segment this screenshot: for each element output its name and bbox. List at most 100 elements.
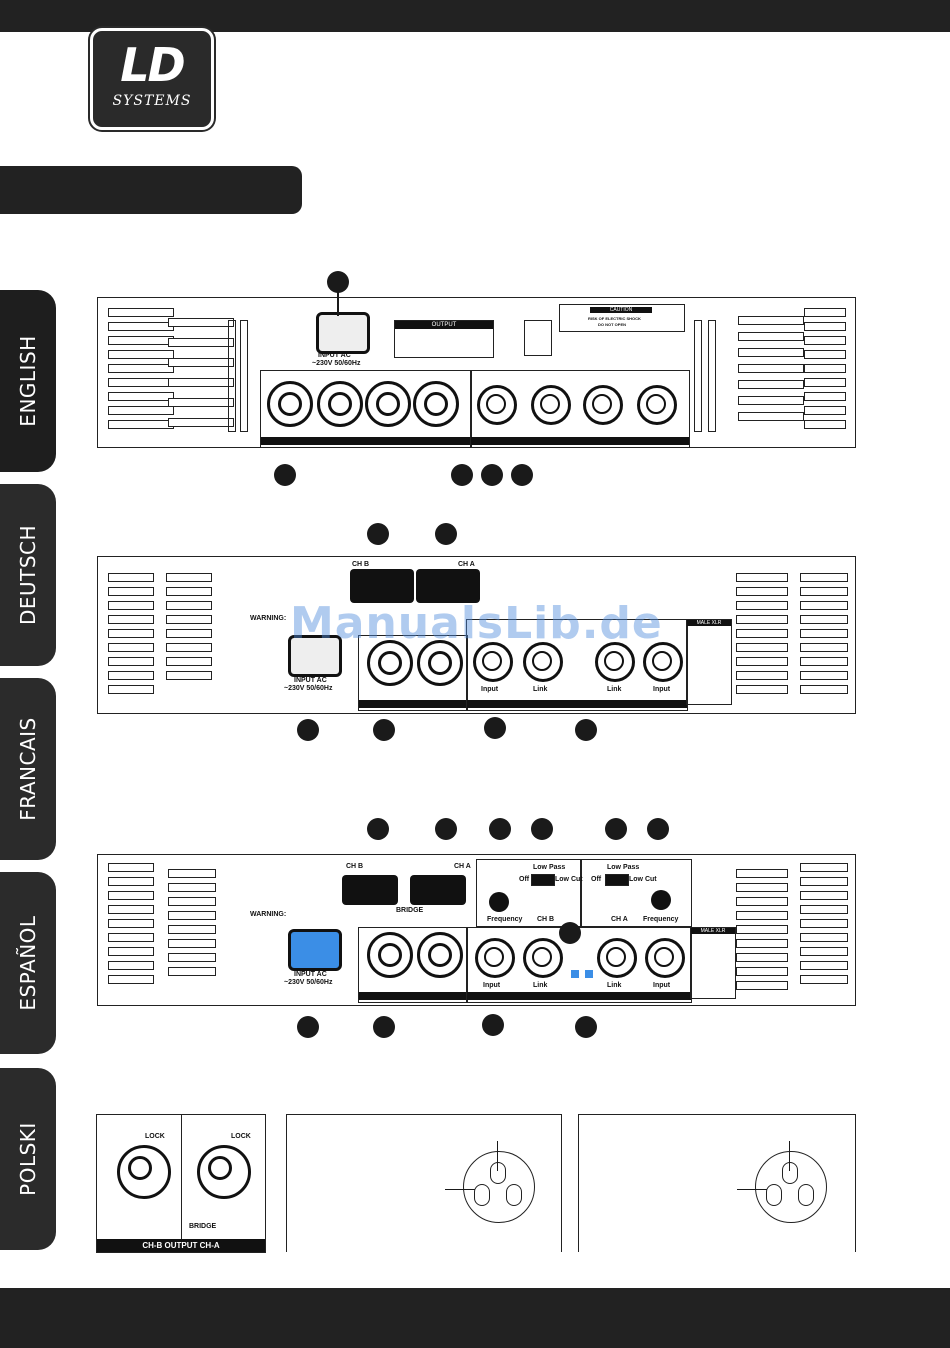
top-bar	[0, 0, 950, 32]
link-label-b: Link	[533, 686, 548, 693]
combo-input-ch-b[interactable]	[475, 938, 515, 978]
link-label-b: Link	[533, 982, 548, 989]
weee-bin-icon	[524, 320, 552, 356]
callout-xlr	[481, 464, 503, 486]
callout-ground	[451, 464, 473, 486]
binding-posts-ch-a[interactable]	[416, 569, 480, 603]
frequency-knob-ch-a[interactable]	[651, 890, 671, 910]
tab-espanol[interactable]: ESPAÑOL	[0, 872, 56, 1054]
power-inlet[interactable]	[288, 635, 342, 677]
filter-switch-ch-b[interactable]	[531, 874, 555, 886]
link-label-a: Link	[607, 982, 622, 989]
xlr-link-ch-a[interactable]	[597, 938, 637, 978]
xlr-link-ch-a[interactable]	[595, 642, 635, 682]
combo-input-ch-a[interactable]	[643, 642, 683, 682]
callout-mode	[511, 464, 533, 486]
low-cut-label: Low Cut	[629, 876, 657, 883]
callout-xlr	[484, 717, 506, 739]
male-xlr-label: MALE XLR	[691, 928, 735, 934]
frequency-label: Frequency	[487, 916, 523, 923]
binding-posts-ch-b[interactable]	[350, 569, 414, 603]
output-section	[260, 370, 472, 448]
output-section	[358, 635, 468, 711]
low-pass-label: Low Pass	[533, 864, 566, 871]
input-strip	[471, 437, 689, 445]
tab-english[interactable]: ENGLISH	[0, 290, 56, 472]
power-inlet[interactable]	[316, 312, 370, 354]
tab-francais[interactable]: FRANCAIS	[0, 678, 56, 860]
caution-text-2: DO NOT OPEN	[598, 322, 627, 327]
rear-panel-4ch: INPUT AC ~230V 50/60Hz OUTPUT CAUTION RI…	[97, 297, 856, 448]
filter-switch-ch-a[interactable]	[605, 874, 629, 886]
tab-polski[interactable]: POLSKI	[0, 1068, 56, 1250]
input-section	[470, 370, 690, 448]
binding-label-ch-b: CH B	[346, 863, 364, 870]
callout-power	[297, 1016, 319, 1038]
power-inlet[interactable]	[288, 929, 342, 971]
off-label: Off	[591, 876, 602, 883]
tab-deutsch[interactable]: DEUTSCH	[0, 484, 56, 666]
input-strip	[467, 700, 687, 708]
callout-binding-a	[435, 818, 457, 840]
callout-switch-b	[531, 818, 553, 840]
caution-title: CAUTION	[590, 307, 652, 313]
xlr-link-ch-b[interactable]	[523, 938, 563, 978]
speakon-ch-b[interactable]	[367, 640, 413, 686]
speakon-ch-b[interactable]	[367, 932, 413, 978]
input-label-a: Input	[653, 686, 671, 693]
male-xlr-label: MALE XLR	[687, 620, 731, 626]
speakon-ch-d[interactable]	[267, 381, 313, 427]
callout-binding-a	[435, 523, 457, 545]
callout-binding-b	[367, 523, 389, 545]
callout-xlr	[482, 1014, 504, 1036]
xlr-pin-diagram	[755, 1151, 827, 1223]
speakon-ch-a[interactable]	[417, 932, 463, 978]
binding-posts-ch-a[interactable]	[410, 875, 466, 905]
callout-knob-b	[489, 818, 511, 840]
ch-label: CH B	[537, 916, 555, 923]
speakon-ch-a[interactable]	[417, 640, 463, 686]
rear-panel-2ch-filter: CH B CH A BRIDGE Low Pass Off Low Cut Fr…	[97, 854, 856, 1006]
combo-input-ch-a[interactable]	[645, 938, 685, 978]
voltage-label: ~230V 50/60Hz	[284, 979, 333, 986]
logo-sub-text: SYSTEMS	[112, 93, 192, 109]
power-label: INPUT AC	[294, 971, 327, 978]
mode-switch[interactable]	[571, 970, 579, 978]
xlr-pinout-box: MALE XLR	[686, 619, 732, 705]
xlr-ch-a[interactable]	[637, 385, 677, 425]
input-label-b: Input	[483, 982, 501, 989]
voltage-label: ~230V 50/60Hz	[284, 685, 333, 692]
low-pass-label: Low Pass	[607, 864, 640, 871]
output-strip	[261, 437, 471, 445]
frequency-knob-ch-b[interactable]	[489, 892, 509, 912]
output-strip	[359, 700, 467, 708]
power-label: INPUT AC	[318, 352, 351, 359]
bridge-label: BRIDGE	[189, 1223, 217, 1230]
input-section: Input Link Link Input	[466, 927, 692, 1003]
callout-switch-a	[605, 818, 627, 840]
lock-label-a: LOCK	[231, 1133, 251, 1140]
xlr-pin-diagram	[463, 1151, 535, 1223]
speakon-ch-c[interactable]	[317, 381, 363, 427]
callout-power	[297, 719, 319, 741]
binding-posts-ch-b[interactable]	[342, 875, 398, 905]
callout-speakon	[274, 464, 296, 486]
bottom-bar	[0, 1288, 950, 1348]
xlr-ch-b[interactable]	[583, 385, 623, 425]
section-header-bar	[0, 166, 302, 214]
speakon-ch-a-detail	[197, 1145, 251, 1199]
tab-label: ENGLISH	[16, 335, 40, 427]
xlr-ch-d[interactable]	[477, 385, 517, 425]
speakon-ch-b[interactable]	[365, 381, 411, 427]
binding-label-ch-a: CH A	[458, 561, 475, 568]
callout-binding-b	[367, 818, 389, 840]
xlr-ch-c[interactable]	[531, 385, 571, 425]
speakon-ch-b-detail	[117, 1145, 171, 1199]
filter-box-ch-a: Low Pass Off Low Cut CH A Frequency	[580, 859, 692, 927]
speakon-ch-a[interactable]	[413, 381, 459, 427]
ground-switch[interactable]	[585, 970, 593, 978]
xlr-link-ch-b[interactable]	[523, 642, 563, 682]
callout-mode	[575, 1016, 597, 1038]
combo-input-ch-b[interactable]	[473, 642, 513, 682]
binding-label-ch-b: CH B	[352, 561, 370, 568]
